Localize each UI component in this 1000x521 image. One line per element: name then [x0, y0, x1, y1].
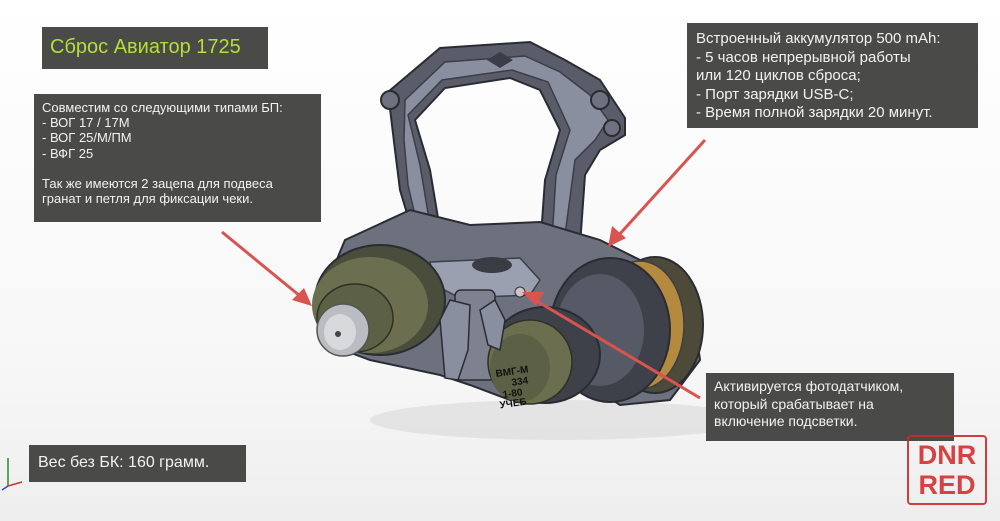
axes-triad-icon [1, 458, 23, 491]
grenade-marking-line-2: 334 [511, 375, 529, 388]
sensor-line-3: включение подсветки. [714, 413, 858, 429]
watermark-logo: DNR RED [907, 435, 987, 505]
arrow-compat [221, 230, 312, 306]
callout-arrows [221, 138, 707, 400]
weight-text: Вес без БК: 160 грамм. [38, 454, 210, 471]
weight-info-box: Вес без БК: 160 грамм. [29, 445, 246, 482]
compat-line-2: - ВОГ 17 / 17М [42, 115, 130, 131]
title-box: Сброс Авиатор 1725 [42, 27, 268, 69]
battery-line-1: Встроенный аккумулятор 500 mAh: [696, 30, 941, 47]
left-grenade [312, 244, 446, 357]
page-title: Сброс Авиатор 1725 [50, 36, 241, 58]
watermark-line-1: DNR [917, 440, 977, 470]
compat-line-4: - ВФГ 25 [42, 145, 94, 161]
battery-line-3: или 120 циклов сброса; [696, 67, 861, 84]
battery-line-2: - 5 часов непрерывной работы [696, 48, 911, 66]
compatibility-info-box: Совместим со следующими типами БП: - ВОГ… [34, 94, 321, 222]
battery-cylinder [549, 256, 704, 403]
device-shadow [370, 400, 750, 440]
compat-line-5: Так же имеются 2 зацепа для подвеса [42, 175, 273, 191]
arrow-battery [608, 138, 707, 247]
sensor-info-box: Активируется фотодатчиком, который сраба… [706, 373, 954, 441]
sensor-line-1: Активируется фотодатчиком, [714, 378, 904, 394]
arrow-sensor [522, 292, 701, 400]
compat-line-1: Совместим со следующими типами БП: [42, 100, 283, 115]
compat-line-3: - ВОГ 25/М/ПМ [42, 130, 132, 146]
grenade-marking-line-1: ВМГ-М [495, 364, 529, 379]
grenade-marking-line-4: УЧЕБ [499, 397, 527, 412]
battery-line-5: - Время полной зарядки 20 минут. [696, 104, 933, 121]
grenade-hooks [439, 298, 506, 381]
grenade-marking-line-3: 1-80 [502, 387, 524, 401]
battery-info-box: Встроенный аккумулятор 500 mAh: - 5 часо… [687, 23, 978, 128]
sensor-line-2: который срабатывает на [714, 395, 874, 412]
center-grenade: ВМГ-М 334 1-80 УЧЕБ [487, 306, 601, 412]
battery-line-4: - Порт зарядки USB-C; [696, 85, 854, 103]
compat-line-6: гранат и петля для фиксации чеки. [42, 191, 253, 207]
watermark-line-2: RED [918, 470, 976, 500]
